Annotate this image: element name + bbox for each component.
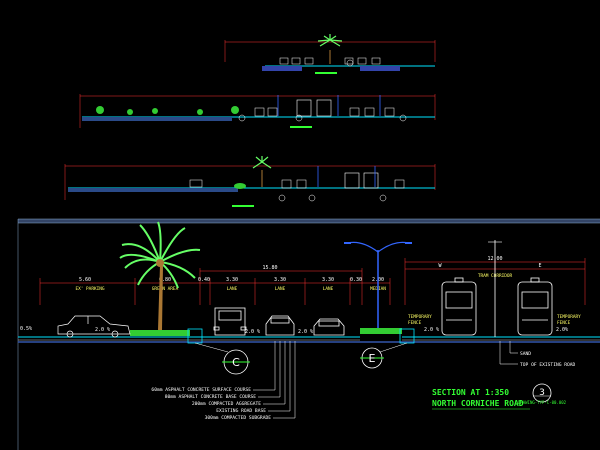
palm-tree-icon bbox=[317, 34, 343, 64]
zone-lane-3: LANE bbox=[323, 286, 334, 292]
sheet-number: 3 bbox=[539, 388, 545, 398]
palm-tree-large-icon bbox=[119, 221, 201, 330]
fence-right-line2: FENCE bbox=[557, 320, 571, 326]
slope-2: 2.0 % bbox=[95, 327, 110, 333]
van-rear-icon bbox=[213, 307, 247, 336]
mini-section-3 bbox=[64, 156, 436, 207]
mini-vehicles-icon bbox=[254, 99, 395, 117]
slope-1: 0.5% bbox=[20, 326, 32, 332]
street-lamp-icon bbox=[344, 241, 412, 328]
layer-4: EXISTING ROAD BASE bbox=[216, 408, 266, 414]
title-line-1: SECTION AT 1:350 bbox=[432, 388, 509, 397]
callout-c-label: C bbox=[232, 356, 240, 369]
car-rear-icon bbox=[265, 315, 295, 336]
mini-vehicles-3-icon bbox=[189, 172, 405, 189]
layer-5: 300mm COMPACTED SUBGRADE bbox=[205, 415, 272, 421]
zone-parking: EX' PARKING bbox=[75, 286, 104, 292]
note-sand: SAND bbox=[520, 351, 531, 357]
title-block: SECTION AT 1:350 NORTH CORNICHE ROAD 3 D… bbox=[432, 383, 567, 410]
tram-catenary-poles bbox=[488, 240, 502, 337]
layer-2: 80mm ASPHALT CONCRETE BASE COURSE bbox=[165, 394, 257, 400]
callout-e: E bbox=[360, 347, 384, 369]
vehicle-row-icon bbox=[279, 57, 381, 65]
sedan-car-icon bbox=[57, 315, 131, 338]
title-line-2: NORTH CORNICHE ROAD bbox=[432, 399, 524, 408]
zone-lane-1: LANE bbox=[227, 286, 238, 292]
dim-lane-b: 3.30 bbox=[274, 277, 286, 283]
fence-left-line1: TEMPORARY bbox=[408, 314, 432, 320]
separator-band bbox=[17, 218, 600, 450]
dim-parking: 5.60 bbox=[79, 277, 91, 283]
detail-box-right bbox=[399, 328, 415, 344]
dim-d1: 0.40 bbox=[198, 277, 210, 283]
callout-e-label: E bbox=[369, 352, 376, 365]
note-top-existing: TOP OF EXISTING ROAD bbox=[520, 362, 576, 368]
zone-green: GREEN AREA bbox=[152, 286, 179, 292]
layer-1: 60mm ASPHALT CONCRETE SURFACE COURSE bbox=[151, 387, 251, 393]
sheet-code: DRAWING-TYP-C-00.002 bbox=[518, 400, 567, 405]
layer-3: 200mm COMPACTED AGGREGATE bbox=[192, 401, 261, 407]
detail-box-left bbox=[187, 328, 203, 344]
car-front-icon bbox=[313, 318, 345, 336]
dim-tram-e: E bbox=[538, 263, 541, 269]
median-planting bbox=[360, 328, 402, 334]
dim-d2: 0.30 bbox=[350, 277, 362, 283]
slope-4: 2.0 % bbox=[298, 329, 313, 335]
mini-section-2 bbox=[79, 94, 436, 128]
road-surface bbox=[18, 328, 600, 343]
palm-tree-small-icon bbox=[252, 156, 272, 187]
slope-5: 2.0 % bbox=[424, 327, 439, 333]
tram-east-icon bbox=[517, 277, 553, 336]
shrub-row-icon bbox=[96, 106, 239, 115]
dimension-lines bbox=[39, 258, 586, 305]
dim-tram-w: W bbox=[438, 263, 442, 269]
dim-overall: 15.80 bbox=[262, 265, 277, 271]
green-verge bbox=[130, 330, 190, 336]
callout-c: C bbox=[222, 349, 250, 375]
tram-west-icon bbox=[441, 277, 477, 336]
mini-section-1 bbox=[224, 34, 436, 74]
dim-green: 6.80 bbox=[159, 277, 171, 283]
fence-left-line2: FENCE bbox=[408, 320, 422, 326]
slope-3: 2.0 % bbox=[245, 329, 260, 335]
zone-lane-2: LANE bbox=[275, 286, 286, 292]
layer-leaders bbox=[253, 341, 296, 419]
fence-right-line1: TEMPORARY bbox=[557, 314, 581, 320]
slope-6: 2.0% bbox=[556, 327, 568, 333]
dim-lane-c: 3.30 bbox=[322, 277, 334, 283]
dim-lane-a: 3.30 bbox=[226, 277, 238, 283]
